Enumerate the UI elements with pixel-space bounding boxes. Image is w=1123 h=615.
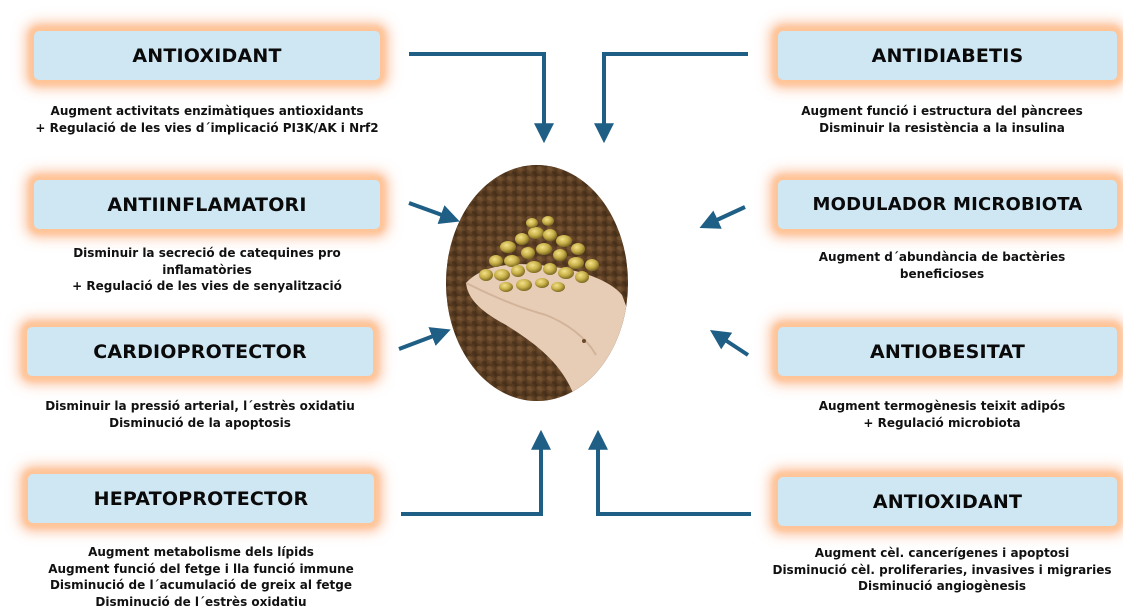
box-title: CARDIOPROTECTOR [93,340,307,363]
box-title: HEPATOPROTECTOR [93,487,309,510]
box-hepatoprotector: HEPATOPROTECTOR [28,474,374,523]
description-line: Disminuir la secreció de catequines pro [73,246,341,260]
box-antiinflamatori: ANTIINFLAMATORI [34,180,380,229]
arrow-modulador-microbiota [699,205,746,229]
box-title: ANTIOBESITAT [869,340,1026,363]
box-title: MODULADOR MICROBIOTA [812,194,1083,215]
description-antioxidant-2: Augment cèl. cancerígenes i apoptosi Dis… [763,545,1121,595]
grape-seeds-hand-image [446,165,628,401]
description-line: Augment metabolisme dels lípids [88,545,314,559]
description-line: + Regulació de les vies de senyalització [72,279,342,293]
description-cardioprotector: Disminuir la pressió arterial, l´estrès … [7,398,393,431]
box-title: ANTIOXIDANT [132,44,282,67]
description-line: Disminució cèl. proliferaries, invasives… [772,562,1112,577]
box-antidiabetis: ANTIDIABETIS [778,31,1117,80]
description-antiobesitat: Augment termogènesis teixit adipós + Reg… [763,398,1121,431]
description-line: + Regulació microbiota [863,415,1021,430]
description-line: Augment activitats enzimàtiques antioxid… [50,104,364,118]
arrow-cardioprotector [398,327,451,351]
arrow-antidiabetis [594,52,748,144]
arrow-antiobesitat [709,330,750,357]
description-line: beneficioses [899,266,985,281]
description-line: inflamatòries [162,262,252,277]
box-cardioprotector: CARDIOPROTECTOR [27,327,373,376]
box-title: ANTIINFLAMATORI [107,193,307,216]
center-photo [446,165,628,401]
description-line: Disminuir la pressió arterial, l´estrès … [45,399,355,413]
description-line: Disminució angiogènesis [858,579,1026,593]
description-antiinflamatori: Disminuir la secreció de catequines pro … [14,245,400,295]
arrow-hepatoprotector [401,429,551,516]
box-antiobesitat: ANTIOBESITAT [778,327,1117,376]
description-line: Disminució de l´acumulació de greix al f… [49,578,353,592]
box-modulador-microbiota: MODULADOR MICROBIOTA [778,180,1117,229]
box-antioxidant-2: ANTIOXIDANT [778,477,1117,526]
arrow-antioxidant-2 [588,429,751,516]
description-modulador-microbiota: Augment d´abundància de bactèries benefi… [763,249,1121,282]
description-line: Augment termogènesis teixit adipós [818,399,1066,413]
description-line: Augment funció i estructura del pàncrees [801,104,1083,118]
description-line: Augment d´abundància de bactèries [818,250,1066,264]
description-line: Disminuir la resistència a la insulina [819,120,1065,135]
box-antioxidant: ANTIOXIDANT [34,31,380,80]
description-line: Augment cèl. cancerígenes i apoptosi [814,546,1070,560]
description-hepatoprotector: Augment metabolisme dels lípids Augment … [8,544,394,610]
box-title: ANTIOXIDANT [872,490,1023,513]
description-line: Disminució de la apoptosis [109,415,291,430]
box-title: ANTIDIABETIS [871,44,1024,67]
description-line: + Regulació de les vies d´implicació PI3… [35,120,379,135]
description-line: Augment funció del fetge i lla funció im… [48,561,354,576]
description-antidiabetis: Augment funció i estructura del pàncrees… [763,103,1121,136]
description-line: Disminució de l´estrès oxidatiu [95,594,307,609]
description-antioxidant: Augment activitats enzimàtiques antioxid… [14,103,400,136]
arrow-antioxidant [409,52,554,144]
arrow-antiinflamatori [408,201,460,225]
